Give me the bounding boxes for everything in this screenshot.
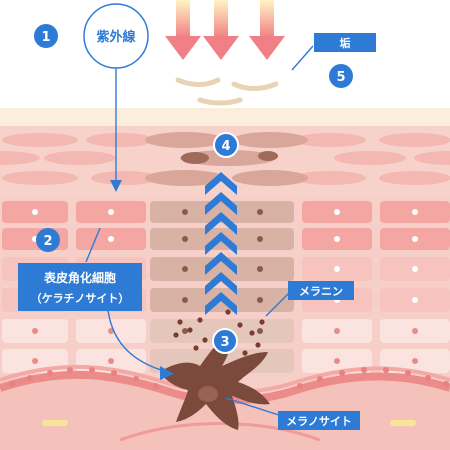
step-marker-1: 1 (34, 24, 58, 48)
step-marker-4: 4 (213, 132, 239, 158)
svg-text:1: 1 (41, 30, 50, 45)
chevron-up-icon (205, 192, 237, 215)
step-marker-3: 3 (212, 328, 238, 354)
svg-text:3: 3 (220, 335, 229, 350)
chevron-up-icon (205, 232, 237, 255)
uv-label: 紫外線 (83, 3, 149, 69)
connector-lines (85, 45, 314, 419)
uv-arrow-icon (203, 0, 239, 60)
keratinocyte-label-line2: （ケラチノサイト） (31, 292, 130, 305)
step-marker-5: 5 (329, 64, 353, 88)
chevron-up-icon (205, 292, 237, 315)
svg-text:2: 2 (43, 234, 52, 249)
keratinocyte-label-line1: 表皮角化細胞 (43, 270, 116, 285)
svg-text:4: 4 (221, 139, 230, 154)
uv-label-text: 紫外線 (96, 29, 136, 45)
melanin-upward-chevrons (205, 172, 237, 315)
melanocyte-label-text: メラノサイト (286, 415, 352, 428)
melanocyte-shape (160, 336, 270, 430)
chevron-up-icon (205, 212, 237, 235)
melanin-label-text: メラニン (299, 285, 343, 298)
melanocyte-label: メラノサイト (278, 411, 360, 430)
chevron-up-icon (205, 252, 237, 275)
keratinocyte-label: 表皮角化細胞 （ケラチノサイト） (18, 263, 142, 311)
grime-label: 垢 (314, 33, 376, 52)
chevron-up-icon (205, 172, 237, 195)
grime-label-text: 垢 (340, 36, 351, 50)
step-marker-2: 2 (36, 228, 60, 252)
uv-arrow-icon (165, 0, 201, 60)
melanin-label: メラニン (288, 281, 354, 300)
svg-text:5: 5 (336, 70, 345, 85)
stratum-corneum (0, 108, 450, 196)
uv-arrow-icon (249, 0, 285, 60)
uv-rays (165, 0, 285, 60)
chevron-up-icon (205, 272, 237, 295)
grime-flakes (175, 77, 279, 106)
